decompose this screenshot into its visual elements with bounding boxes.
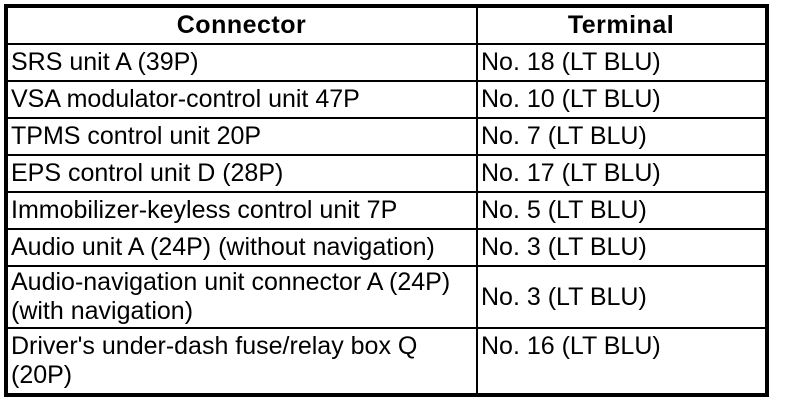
connector-terminal-table: Connector Terminal SRS unit A (39P) No. … bbox=[4, 4, 769, 397]
connector-cell: Audio unit A (24P) (without navigation) bbox=[5, 228, 478, 267]
table-row: VSA modulator-control unit 47P No. 10 (L… bbox=[5, 80, 768, 119]
table-header-row: Connector Terminal bbox=[5, 5, 768, 45]
terminal-cell: No. 18 (LT BLU) bbox=[476, 43, 768, 82]
table-row: SRS unit A (39P) No. 18 (LT BLU) bbox=[5, 43, 768, 82]
column-header-connector: Connector bbox=[5, 5, 478, 45]
column-header-terminal: Terminal bbox=[476, 5, 768, 45]
terminal-cell: No. 7 (LT BLU) bbox=[476, 117, 768, 156]
table-row: Audio-navigation unit connector A (24P) … bbox=[5, 265, 768, 329]
table-row: Audio unit A (24P) (without navigation) … bbox=[5, 228, 768, 267]
connector-cell: EPS control unit D (28P) bbox=[5, 154, 478, 193]
terminal-cell: No. 3 (LT BLU) bbox=[476, 265, 768, 329]
terminal-cell: No. 3 (LT BLU) bbox=[476, 228, 768, 267]
connector-cell: SRS unit A (39P) bbox=[5, 43, 478, 82]
connector-cell: VSA modulator-control unit 47P bbox=[5, 80, 478, 119]
connector-cell: Audio-navigation unit connector A (24P) … bbox=[5, 265, 478, 329]
connector-cell: Immobilizer-keyless control unit 7P bbox=[5, 191, 478, 230]
table-row: EPS control unit D (28P) No. 17 (LT BLU) bbox=[5, 154, 768, 193]
terminal-cell: No. 10 (LT BLU) bbox=[476, 80, 768, 119]
connector-cell: Driver's under-dash fuse/relay box Q (20… bbox=[5, 327, 478, 396]
terminal-cell: No. 16 (LT BLU) bbox=[476, 327, 768, 396]
table-row: TPMS control unit 20P No. 7 (LT BLU) bbox=[5, 117, 768, 156]
table-row: Immobilizer-keyless control unit 7P No. … bbox=[5, 191, 768, 230]
terminal-cell: No. 17 (LT BLU) bbox=[476, 154, 768, 193]
table-row: Driver's under-dash fuse/relay box Q (20… bbox=[5, 327, 768, 396]
terminal-cell: No. 5 (LT BLU) bbox=[476, 191, 768, 230]
connector-cell: TPMS control unit 20P bbox=[5, 117, 478, 156]
